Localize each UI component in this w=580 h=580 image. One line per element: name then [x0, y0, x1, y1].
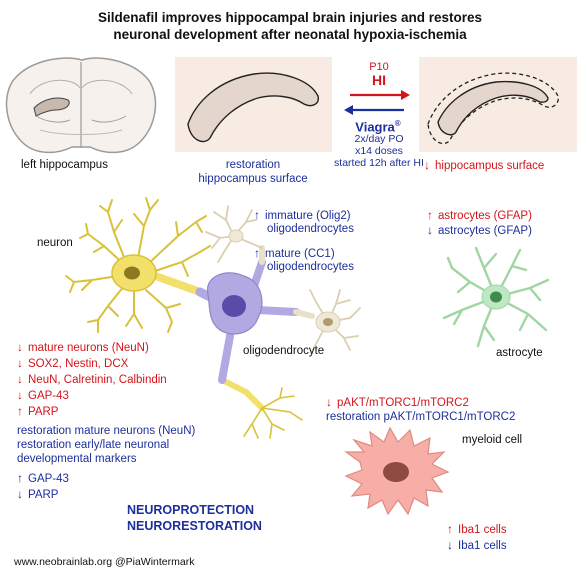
neuron-nucleus — [124, 266, 140, 280]
down-arrow-icon: ↓ — [326, 395, 332, 409]
pakt-blue-text: restoration pAKT/mTORC1/mTORC2 — [326, 411, 516, 423]
oligodendrocyte-processes — [195, 245, 315, 384]
hi-arrow — [350, 90, 410, 100]
registered-mark: ® — [394, 119, 401, 128]
down-arrow-icon: ↓ — [427, 223, 433, 237]
astrocyte-nucleus — [490, 291, 502, 303]
myeloid-nucleus — [383, 462, 409, 482]
up-arrow-icon: ↑ — [447, 522, 453, 536]
restoration-label: restoration — [225, 159, 281, 171]
dose-line-3: started 12h after HI — [334, 157, 424, 169]
neuron-red-item-1: ↓mature neurons (NeuN) — [17, 340, 149, 354]
astrocyte-label: astrocyte — [496, 347, 543, 359]
up-arrow-icon: ↑ — [254, 246, 260, 260]
right-hippocampus-label: ↓hippocampus surface — [424, 158, 545, 172]
down-arrow-icon: ↓ — [424, 158, 430, 172]
down-arrow-icon: ↓ — [447, 538, 453, 552]
neuron-blue-line-1: restoration mature neurons (NeuN) — [17, 425, 196, 437]
mature-oligo-line-1: ↑mature (CC1) — [254, 246, 335, 260]
up-arrow-icon: ↑ — [17, 471, 23, 485]
astrocyte-drawing — [442, 246, 550, 348]
neuron-red-item-4: ↓GAP-43 — [17, 388, 69, 402]
immature-oligodendrocyte-soma — [228, 229, 244, 243]
neuron-axon — [146, 270, 204, 296]
down-arrow-icon: ↓ — [17, 356, 23, 370]
lower-axon-drawing — [219, 377, 303, 439]
mature-oligodendrocyte-nucleus — [323, 318, 333, 326]
neuron-blue-parp: ↓PARP — [17, 487, 59, 501]
neuron-red-item-2: ↓SOX2, Nestin, DCX — [17, 356, 129, 370]
title-line-2: neuronal development after neonatal hypo… — [113, 27, 467, 42]
dose-line-1: 2x/day PO — [354, 133, 404, 145]
viagra-arrow — [344, 105, 404, 115]
right-panel-bg — [419, 57, 577, 152]
footer-credit: www.neobrainlab.org @PiaWintermark — [14, 556, 195, 568]
pakt-red-text: ↓pAKT/mTORC1/mTORC2 — [326, 395, 469, 409]
brain-slice-drawing — [5, 57, 157, 154]
neurorestoration-label: NEURORESTORATION — [127, 519, 262, 533]
mature-oligo-line-2: oligodendrocytes — [267, 261, 354, 273]
up-arrow-icon: ↑ — [427, 208, 433, 222]
up-arrow-icon: ↑ — [17, 404, 23, 418]
viagra-label: Viagra® — [355, 119, 401, 135]
immature-oligo-line-2: oligodendrocytes — [267, 223, 354, 235]
down-arrow-icon: ↓ — [17, 340, 23, 354]
oligodendrocyte-label: oligodendrocyte — [243, 345, 325, 357]
hi-label: HI — [372, 72, 386, 88]
hippocampus-surface-label: hippocampus surface — [198, 173, 308, 185]
up-arrow-icon: ↑ — [254, 208, 260, 222]
neuron-drawing — [65, 197, 211, 333]
astrocytes-up-text: ↑astrocytes (GFAP) — [427, 208, 532, 222]
neuron-red-item-5: ↑PARP — [17, 404, 59, 418]
title-line-1: Sildenafil improves hippocampal brain in… — [97, 10, 483, 25]
right-hippocampus-shape — [437, 80, 549, 136]
down-arrow-icon: ↓ — [17, 388, 23, 402]
neuron-red-item-3: ↓NeuN, Calretinin, Calbindin — [17, 372, 167, 386]
dose-line-2: x14 doses — [355, 145, 403, 157]
myeloid-cell-label: myeloid cell — [462, 434, 523, 446]
down-arrow-icon: ↓ — [17, 372, 23, 386]
middle-hippocampus-shape — [187, 72, 319, 143]
neuron-blue-gap43: ↑GAP-43 — [17, 471, 69, 485]
astrocytes-down-text: ↓astrocytes (GFAP) — [427, 223, 532, 237]
iba1-up-text: ↑Iba1 cells — [447, 522, 507, 536]
left-hippocampus-label: left hippocampus — [21, 159, 108, 171]
neuron-label: neuron — [37, 237, 73, 249]
neuron-blue-line-3: developmental markers — [17, 453, 137, 465]
p10-label: P10 — [369, 61, 389, 73]
iba1-down-text: ↓Iba1 cells — [447, 538, 507, 552]
neuroprotection-label: NEUROPROTECTION — [127, 503, 255, 517]
immature-oligo-line-1: ↑immature (Olig2) — [254, 208, 351, 222]
neuron-blue-line-2: restoration early/late neuronal — [17, 439, 170, 451]
oligodendrocyte-nucleus — [222, 295, 246, 317]
down-arrow-icon: ↓ — [17, 487, 23, 501]
